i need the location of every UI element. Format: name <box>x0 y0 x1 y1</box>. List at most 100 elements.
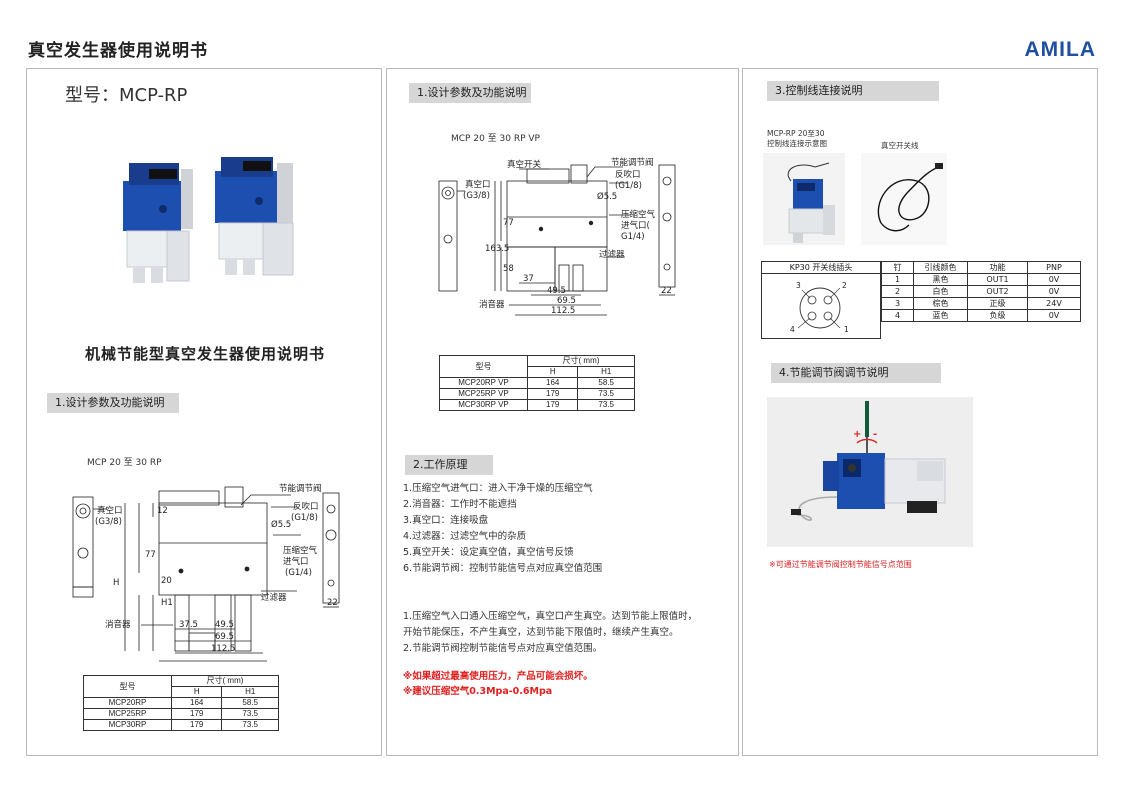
dim-22-vp: 22 <box>661 286 672 296</box>
dim-phi55-vp: Ø5.5 <box>597 191 617 202</box>
cell-pin: 3 <box>881 297 914 310</box>
cell-model: MCP20RP <box>83 697 172 709</box>
dim-phi55: Ø5.5 <box>271 519 291 530</box>
label-saver-valve-vp: 节能调节阀 <box>611 157 654 168</box>
label-vac-port-thread-vp: (G3/8) <box>463 191 490 201</box>
cable-photo <box>861 153 947 245</box>
label-vac-port-vp: 真空口 <box>465 179 491 190</box>
cell-pin: 4 <box>881 309 914 322</box>
cell-pnp: 24V <box>1027 297 1081 310</box>
dim-22: 22 <box>327 598 338 608</box>
label-air-in-1-vp: 压缩空气 <box>621 209 656 220</box>
adjustment-photo: + - <box>767 397 973 547</box>
cell-func: 正级 <box>967 297 1028 310</box>
cell-h1: 58.5 <box>221 697 279 709</box>
table-row: MCP20RP 164 58.5 <box>83 697 279 709</box>
cell-h1: 58.5 <box>577 377 635 389</box>
pin-head-pin: 钉 <box>881 261 914 274</box>
label-vac-port-thread: (G3/8) <box>95 517 122 527</box>
caption-line: MCP-RP 20至30 <box>767 129 825 138</box>
cell-h1: 73.5 <box>221 719 279 731</box>
panel-wiring: 3.控制线连接说明 MCP-RP 20至30 控制线连接示意图 真空开关线 KP… <box>742 68 1098 756</box>
cell-color: 黑色 <box>913 273 968 286</box>
label-filter-vp: 过滤器 <box>599 249 625 260</box>
cell-h: 179 <box>170 719 223 731</box>
connector-box: KP30 开关线插头 1 2 3 4 <box>761 261 881 339</box>
label-filter: 过滤器 <box>261 592 287 603</box>
table-head-h1: H1 <box>577 366 635 378</box>
dim-495: 49.5 <box>215 620 234 630</box>
pin-label: 4 <box>790 325 795 334</box>
principle-list: 1.压缩空气进气口：进入干净干燥的压缩空气 2.消音器：工作时不能遮挡 3.真空… <box>403 481 602 577</box>
adjust-minus-sign: - <box>873 429 877 440</box>
wiring-photo <box>763 153 845 245</box>
pin-table: 钉 引线颜色 功能 PNP 1 黑色 OUT1 0V 2 白色 OUT2 0V … <box>881 261 1081 322</box>
pin-label: 1 <box>844 325 849 334</box>
table-head-model: 型号 <box>83 675 172 698</box>
photo1-caption: MCP-RP 20至30 控制线连接示意图 <box>767 129 827 149</box>
label-muffler: 消音器 <box>105 619 131 630</box>
cell-func: OUT2 <box>967 285 1028 298</box>
main-heading: 机械节能型真空发生器使用说明书 <box>84 345 325 363</box>
dim-495-vp: 49.5 <box>547 286 566 296</box>
table-row: 2 白色 OUT2 0V <box>881 285 1081 298</box>
label-vac-port: 真空口 <box>97 505 123 516</box>
cell-h: 179 <box>170 708 223 720</box>
pin-head-color: 引线颜色 <box>913 261 968 274</box>
table-row: MCP30RP VP 179 73.5 <box>439 399 635 411</box>
label-saver-valve: 节能调节阀 <box>279 483 322 494</box>
dim-77: 77 <box>145 550 156 560</box>
connector-diagram: 1 2 3 4 <box>790 281 849 334</box>
list-item: 1.压缩空气入口通入压缩空气，真空口产生真空。达到节能上限值时， <box>403 611 698 622</box>
pin-label: 3 <box>796 281 801 290</box>
dim-695-vp: 69.5 <box>557 296 576 306</box>
table-row: MCP25RP VP 179 73.5 <box>439 388 635 400</box>
panel-overview: 型号：MCP-RP 机械节能型真空发生器使用说明书 1. <box>26 68 382 756</box>
label-blow-port-thread-vp: (G1/8) <box>615 181 642 191</box>
list-item: 2.消音器：工作时不能遮挡 <box>403 499 517 510</box>
cell-func: OUT1 <box>967 273 1028 286</box>
connector-head: KP30 开关线插头 <box>762 262 880 274</box>
table-row: MCP30RP 179 73.5 <box>83 719 279 731</box>
cell-func: 负级 <box>967 309 1028 322</box>
cell-pnp: 0V <box>1027 285 1081 298</box>
label-blow-port: 反吹口 <box>293 501 319 512</box>
cell-h1: 73.5 <box>577 399 635 411</box>
table-row: MCP25RP 179 73.5 <box>83 708 279 720</box>
product-photo <box>123 157 294 283</box>
cell-pnp: 0V <box>1027 309 1081 322</box>
dim-1125-vp: 112.5 <box>551 306 575 316</box>
cell-h: 179 <box>526 388 579 400</box>
pin-head-pnp: PNP <box>1027 261 1081 274</box>
warning-line: ※建议压缩空气0.3Mpa-0.6Mpa <box>403 686 553 697</box>
brand-logo: AMILA <box>1024 38 1096 61</box>
size-table: 型号 尺寸( mm) H H1 MCP20RP 164 58.5 MCP25RP… <box>83 675 279 731</box>
drawing-caption: MCP 20 至 30 RP <box>87 458 162 468</box>
cell-model: MCP30RP <box>83 719 172 731</box>
cell-h1: 73.5 <box>221 708 279 720</box>
dim-12: 12 <box>157 506 168 516</box>
table-row: MCP20RP VP 164 58.5 <box>439 377 635 389</box>
dim-h1: H1 <box>161 598 173 608</box>
caption-line: 控制线连接示意图 <box>767 139 827 148</box>
product-unit-left <box>123 163 193 283</box>
panel-vp-model: 1.设计参数及功能说明 MCP 20 至 30 RP VP <box>386 68 739 756</box>
model-label: 型号：MCP-RP <box>65 85 188 106</box>
label-vac-switch: 真空开关 <box>507 159 542 170</box>
dim-77-vp: 77 <box>503 218 514 228</box>
pin-head-func: 功能 <box>967 261 1028 274</box>
cell-model: MCP25RP <box>83 708 172 720</box>
cell-model: MCP30RP VP <box>439 399 528 411</box>
operation-text: 1.压缩空气入口通入压缩空气，真空口产生真空。达到节能上限值时， 开始节能保压，… <box>403 609 733 657</box>
label-muffler-vp: 消音器 <box>479 299 505 310</box>
technical-drawing-vp: 真空开关 节能调节阀 反吹口 (G1/8) 真空口 (G3/8) 压缩空气 进气… <box>438 157 676 316</box>
dim-h: H <box>113 578 119 588</box>
section-title-principle: 2.工作原理 <box>405 455 493 475</box>
table-row: 3 棕色 正级 24V <box>881 297 1081 310</box>
cell-pin: 1 <box>881 273 914 286</box>
label-air-in-1: 压缩空气 <box>283 545 318 556</box>
cell-model: MCP20RP VP <box>439 377 528 389</box>
pin-label: 2 <box>842 281 847 290</box>
dim-375: 37.5 <box>179 620 198 630</box>
product-unit-right <box>215 157 294 276</box>
